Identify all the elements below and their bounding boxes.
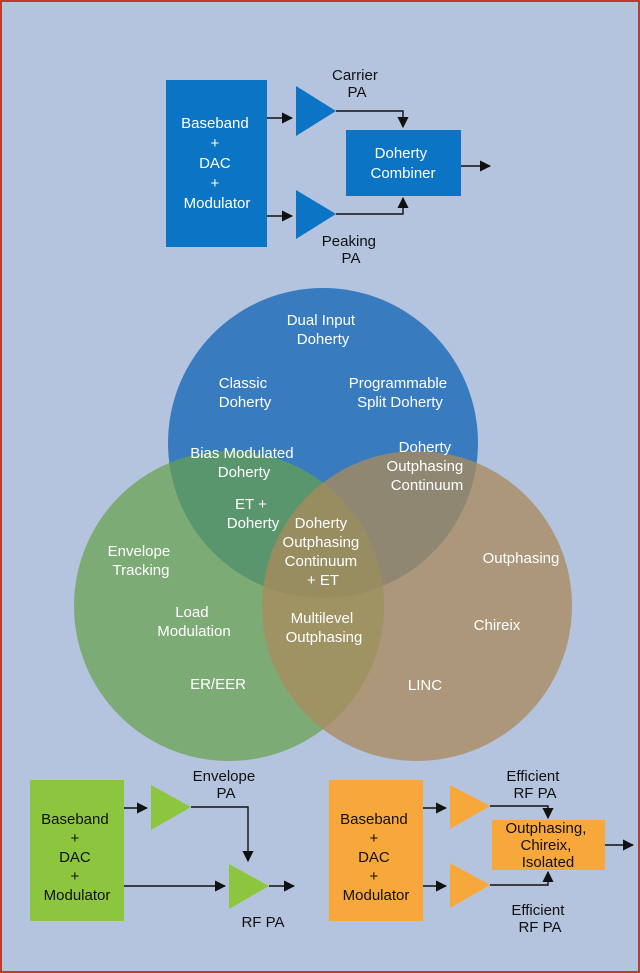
top-pa-to-combiner-arrow (490, 805, 554, 820)
outphasing-block-diagram: Baseband + DAC + Modulator Efficient RF … (329, 768, 635, 936)
venn-outphasing-circle (262, 451, 572, 761)
outphasing-combiner-box (492, 820, 605, 870)
outphasing-baseband-box (329, 780, 423, 921)
envelope-pa-label: Envelope PA (193, 768, 260, 802)
venn-center-label: Doherty Outphasing Continuum + ET (283, 515, 364, 589)
peaking-to-combiner-arrow (336, 196, 409, 215)
venn-programmable-label: Programmable Split Doherty (349, 375, 452, 411)
envelope-to-rfpa-arrow (191, 806, 254, 863)
top-efficient-pa-triangle (450, 785, 490, 829)
envelope-pa-triangle (151, 785, 191, 830)
bottom-pa-to-combiner-arrow (490, 870, 554, 886)
venn-linc-label: LINC (408, 677, 442, 694)
carrier-pa-triangle (296, 86, 336, 136)
envelope-tracking-block-diagram: Baseband + DAC + Modulator Envelope PA R… (30, 768, 296, 931)
venn-multilevel-label: Multilevel Outphasing (286, 610, 363, 646)
venn-dual-input-label: Dual Input Doherty (287, 312, 360, 348)
doherty-block-diagram: Baseband + DAC + Modulator Carrier PA Pe… (166, 67, 492, 267)
venn-chireix-label: Chireix (474, 617, 521, 634)
venn-bias-modulated-label: Bias Modulated Doherty (190, 445, 298, 481)
venn-load-modulation-label: Load Modulation (157, 604, 230, 640)
et-baseband-label: Baseband + DAC + Modulator (41, 811, 113, 904)
et-baseband-box (30, 780, 124, 921)
bottom-efficient-pa-triangle (450, 863, 490, 908)
peaking-pa-label: Peaking PA (322, 233, 380, 267)
venn-envelope-tracking-label: Envelope Tracking (108, 543, 175, 579)
outphasing-combiner-label: Outphasing, Chireix, Isolated (505, 820, 590, 871)
venn-outphasing-label: Outphasing (483, 550, 560, 567)
doherty-combiner-label: Doherty Combiner (370, 145, 435, 182)
venn-et-doherty-label: ET + Doherty (227, 496, 280, 532)
rf-pa-label: RF PA (241, 914, 284, 931)
venn-doherty-outphasing-label: Doherty Outphasing Continuum (387, 439, 468, 494)
bottom-efficient-pa-label: Efficient RF PA (511, 902, 568, 936)
rf-pa-triangle (229, 864, 269, 909)
venn-er-eer-label: ER/EER (190, 676, 246, 693)
doherty-baseband-box (166, 80, 267, 247)
venn-diagram: Dual Input Doherty Classic Doherty Progr… (74, 288, 572, 761)
doherty-baseband-label: Baseband + DAC + Modulator (181, 115, 253, 212)
carrier-to-combiner-arrow (336, 110, 409, 129)
doherty-combiner-box (346, 130, 461, 196)
top-efficient-pa-label: Efficient RF PA (506, 768, 563, 802)
venn-classic-label: Classic Doherty (219, 375, 272, 411)
carrier-pa-label: Carrier PA (332, 67, 382, 101)
peaking-pa-triangle (296, 190, 336, 239)
outphasing-baseband-label: Baseband + DAC + Modulator (340, 811, 412, 904)
